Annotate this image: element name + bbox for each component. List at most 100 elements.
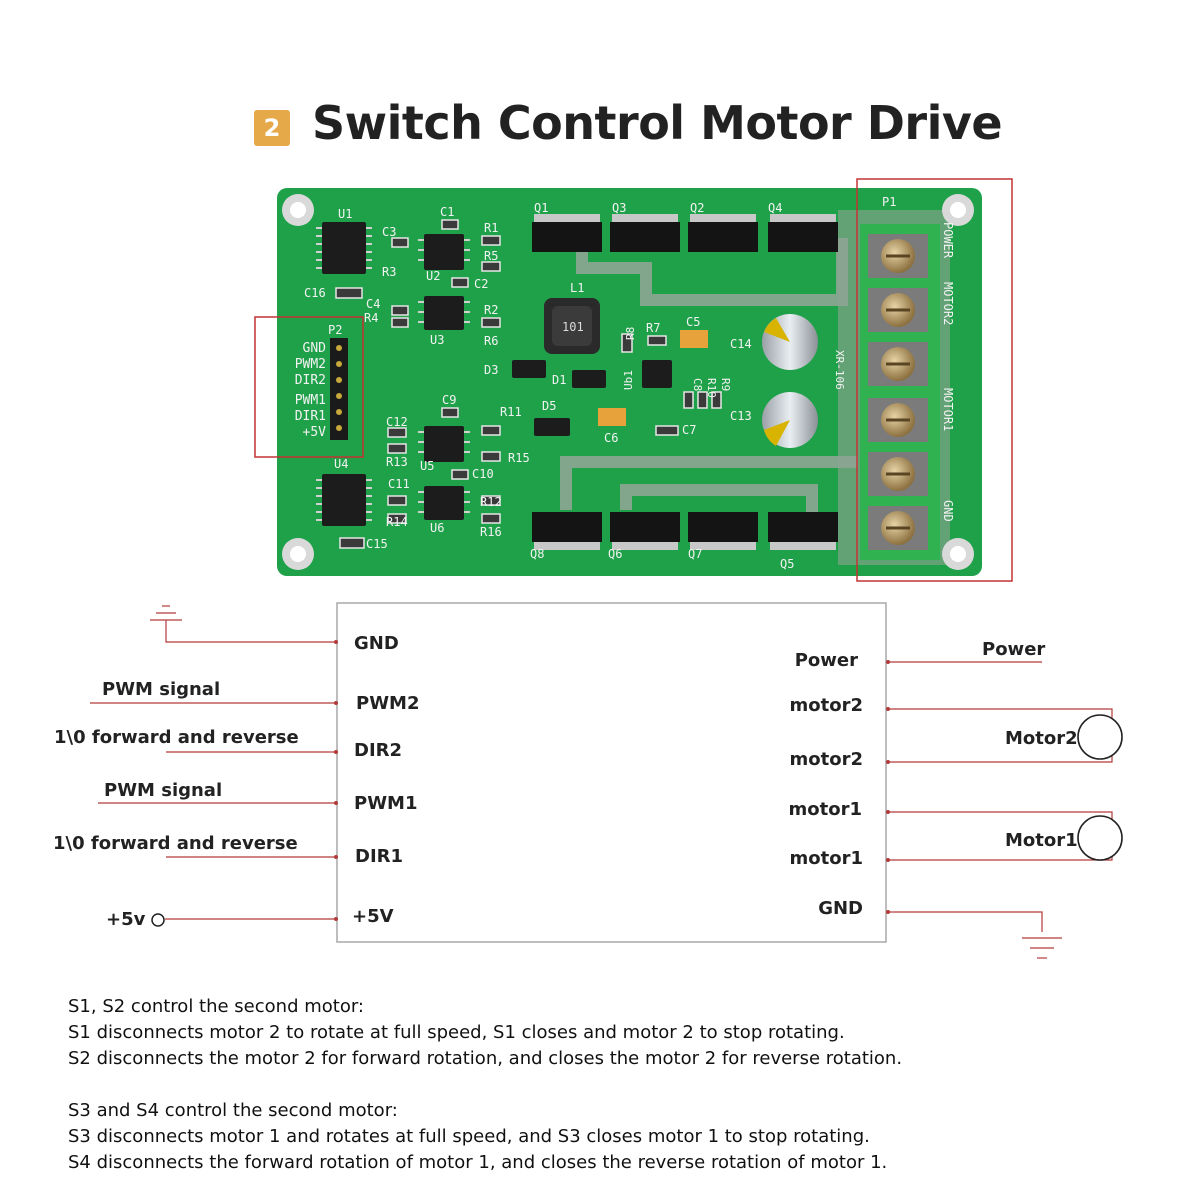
page-title: Switch Control Motor Drive [312,96,1003,150]
right-motor1-label: Motor1 [1005,830,1078,851]
silk-u6: U6 [430,521,444,535]
mosfets [532,214,838,550]
silk-c10: C10 [472,467,494,481]
silk-q7: Q7 [688,547,702,561]
motor1-icon [1077,815,1123,861]
signal-pwm2: PWM signal [102,679,220,700]
silk-r2: R2 [484,303,498,317]
silk-inductor-code: 101 [562,320,584,334]
silk-r16: R16 [480,525,502,539]
silk-q6: Q6 [608,547,622,561]
module-pin-pwm2: PWM2 [356,693,419,714]
p1-highlight-box [856,178,1013,582]
silk-c6: C6 [604,431,618,445]
silk-r13: R13 [386,455,408,469]
signal-dir2: 1\0 forward and reverse [54,727,299,748]
module-pin-motor2-a: motor2 [790,695,864,716]
wire-motor1 [888,811,1113,861]
silk-u2: U2 [426,269,440,283]
silk-d5: D5 [542,399,556,413]
silk-u1: U1 [338,207,352,221]
module-pin-power: Power [795,650,858,671]
silk-r3: R3 [382,265,396,279]
note-line: S1 disconnects motor 2 to rotate at full… [68,1022,845,1043]
signal-dir1: 1\0 forward and reverse [53,833,298,854]
module-pin-motor2-b: motor2 [790,749,864,770]
p2-header [330,338,348,440]
silk-c1: C1 [440,205,454,219]
silk-c9: C9 [442,393,456,407]
terminal-screws [868,234,928,550]
note-line: S2 disconnects the motor 2 for forward r… [68,1048,903,1069]
silk-r5: R5 [484,249,498,263]
silk-q1: Q1 [534,201,548,215]
ground-symbol-right [1022,937,1062,959]
silk-d3: D3 [484,363,498,377]
silk-p1: P1 [882,195,896,209]
silk-r8: R8 [624,327,637,340]
tantalum-cap-c5 [680,330,708,348]
header: 2 Switch Control Motor Drive [0,96,1200,166]
module-pin-gnd: GND [354,633,399,654]
silk-c4: C4 [366,297,380,311]
module-pin-gnd-right: GND [818,898,863,919]
module-pin-dir2: DIR2 [354,740,402,761]
note-line: S4 disconnects the forward rotation of m… [68,1152,888,1173]
terminal-label-motor1: MOTOR1 [941,388,955,431]
silk-c7: C7 [682,423,696,437]
module-pin-dir1: DIR1 [355,846,403,867]
wire-gnd-right [888,911,1043,932]
silk-c13: C13 [730,409,752,423]
silk-r15: R15 [508,451,530,465]
silk-c14: C14 [730,337,752,351]
silk-r4: R4 [364,311,378,325]
note-spacer [68,1072,1168,1098]
copper-trace-bottom [560,456,858,520]
signal-5v: +5v [106,909,146,930]
silk-u5: U5 [420,459,434,473]
p2-pin-dir2: DIR2 [295,373,326,388]
terminal-block [860,224,940,560]
silk-r6: R6 [484,334,498,348]
p2-pin-gnd: GND [303,341,327,356]
silk-c5: C5 [686,315,700,329]
silk-l1: L1 [570,281,584,295]
note-line: S1, S2 control the second motor: [68,996,364,1017]
module-box [336,602,887,943]
right-motor2-label: Motor2 [1005,728,1078,749]
board-photo: U1 C3 C1 R1 R5 R3 U2 C2 C16 C4 R4 R2 U3 … [254,178,1013,582]
mounting-holes [282,194,974,570]
silk-q8: Q8 [530,547,544,561]
p2-pin-5v: +5V [303,425,327,440]
terminal-label-power: POWER [941,222,955,259]
silk-d1: D1 [552,373,566,387]
step-badge: 2 [254,110,290,146]
silk-c15: C15 [366,537,388,551]
silk-u3: U3 [430,333,444,347]
silk-c11: C11 [388,477,410,491]
silk-r9: R9 [719,378,732,391]
description-notes: S1, S2 control the second motor: S1 disc… [68,994,1168,1176]
terminal-label-gnd: GND [941,500,955,522]
module-pin-pwm1: PWM1 [354,793,417,814]
silk-r14: R14 [386,515,408,529]
silk-q3: Q3 [612,201,626,215]
module-pin-motor1-a: motor1 [789,799,863,820]
terminal-label-motor2: MOTOR2 [941,282,955,325]
wire-gnd-left [165,620,336,643]
ground-symbol-left [150,605,182,621]
silk-r1: R1 [484,221,498,235]
silk-q2: Q2 [690,201,704,215]
note-line: S3 and S4 control the second motor: [68,1100,398,1121]
motor2-icon [1077,714,1123,760]
5v-terminal-icon [151,913,165,927]
silk-r11: R11 [500,405,522,419]
signal-pwm1: PWM signal [104,780,222,801]
silk-c16: C16 [304,286,326,300]
silk-q4: Q4 [768,201,782,215]
silk-r12: R12 [480,495,502,509]
silk-ub1: Ub1 [622,370,635,390]
silk-q5: Q5 [780,557,794,571]
silk-r7: R7 [646,321,660,335]
silk-model: XR-106 [833,350,846,390]
